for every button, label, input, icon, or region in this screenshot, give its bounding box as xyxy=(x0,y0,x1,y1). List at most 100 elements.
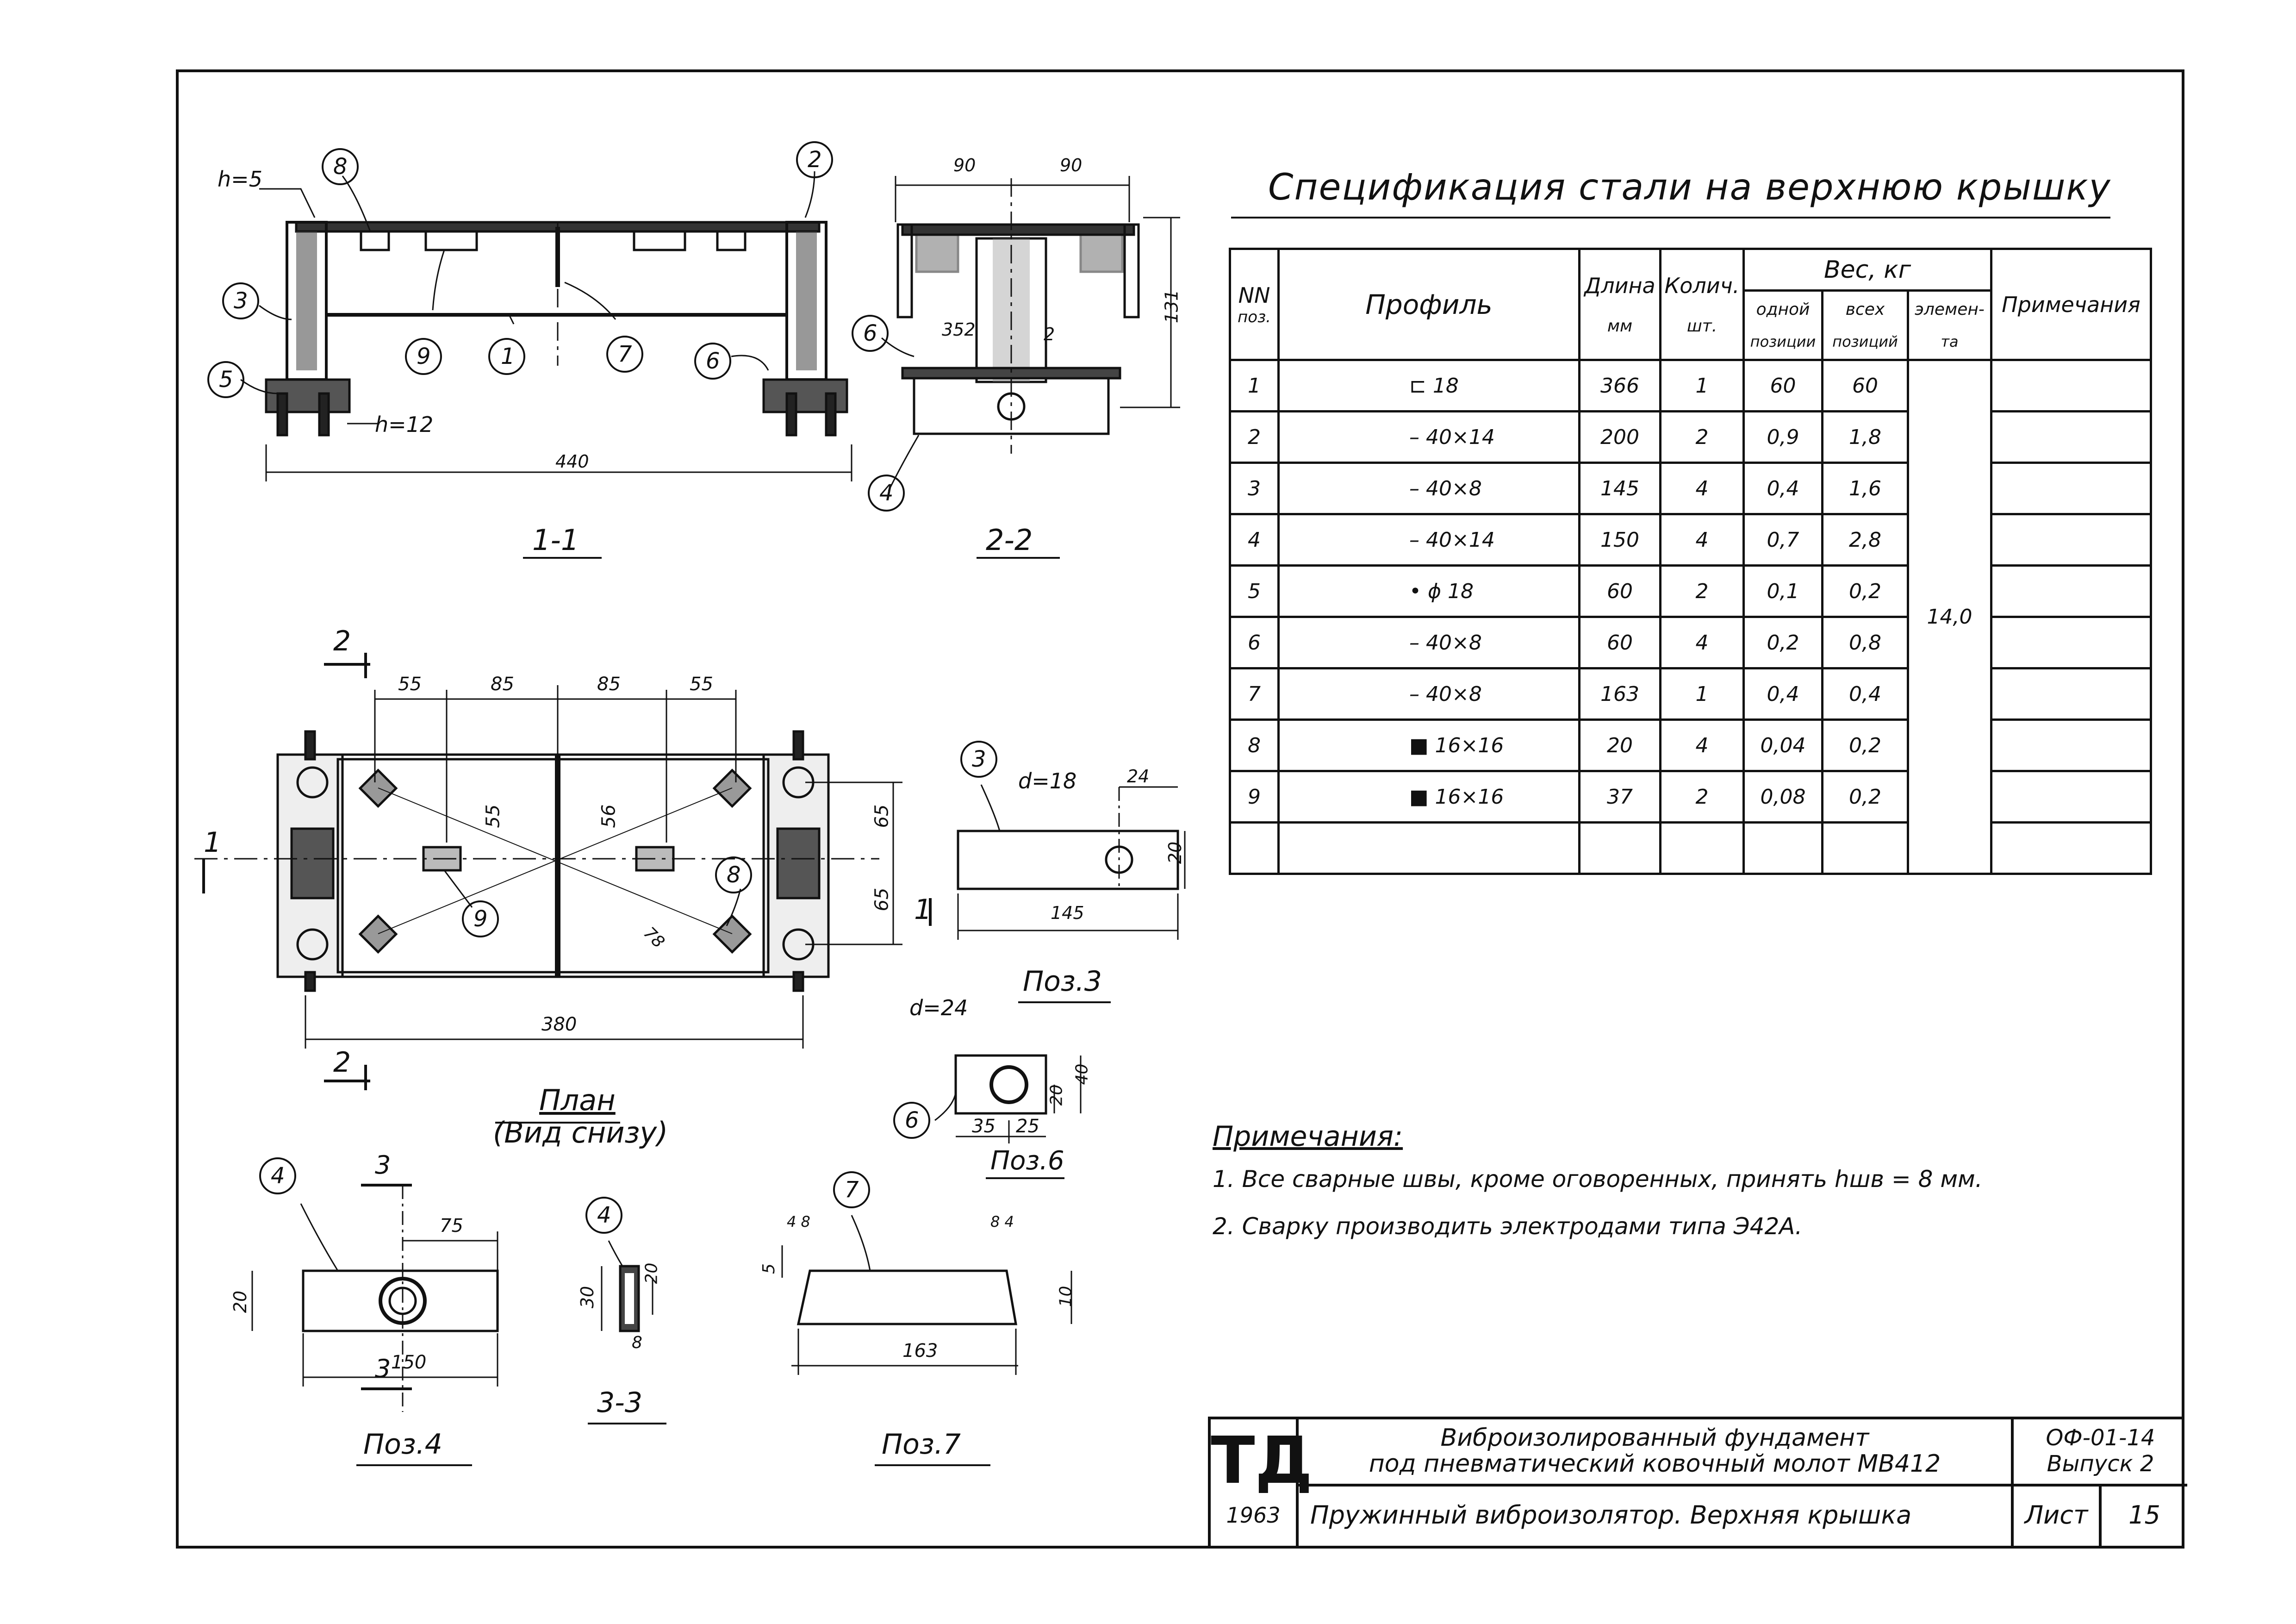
detail-poz-7 xyxy=(781,1215,1072,1466)
spec-cell-weight-one: 0,9 xyxy=(1742,410,1823,464)
note-1: 1. Все сварные швы, кроме оговоренных, п… xyxy=(1213,1166,1983,1193)
spec-cell-profile: – 40×8 xyxy=(1277,616,1580,669)
dim-plan-65b: 65 xyxy=(871,887,893,912)
spec-cell-empty xyxy=(1821,821,1909,875)
spec-cell-profile: ■ 16×16 xyxy=(1277,770,1580,824)
spec-cell-pos: 3 xyxy=(1229,462,1280,515)
plan-subtitle: (Вид снизу) xyxy=(493,1116,668,1149)
spec-cell-weight-all: 0,8 xyxy=(1821,616,1909,669)
dim-2: 2 xyxy=(1044,324,1055,344)
poz-4-title: Поз.4 xyxy=(363,1428,442,1461)
poz-7-title: Поз.7 xyxy=(882,1428,961,1461)
project-cell: Виброизолированный фундамент под пневмат… xyxy=(1299,1419,2014,1487)
spec-cell-pos: 2 xyxy=(1229,410,1280,464)
spec-header-note: Примечания xyxy=(1990,248,2152,361)
dim-p7-5: 5 xyxy=(759,1263,778,1274)
spec-cell-empty xyxy=(1659,821,1745,875)
spec-cell-note xyxy=(1990,616,2152,669)
spec-cell-length: 60 xyxy=(1578,564,1661,618)
dim-p4-150: 150 xyxy=(391,1352,427,1373)
callout-9: 9 xyxy=(417,344,431,369)
doc-issue: Выпуск 2 xyxy=(2047,1451,2154,1477)
callout-2: 2 xyxy=(808,147,822,173)
title-block: ТД 1963 Виброизолированный фундамент под… xyxy=(1208,1417,2187,1549)
dim-p4-20: 20 xyxy=(230,1290,251,1313)
dim-s33-30: 30 xyxy=(577,1286,598,1309)
spec-cell-empty xyxy=(1742,821,1823,875)
spec-cell-qty: 2 xyxy=(1659,770,1745,824)
dim-plan-55a: 55 xyxy=(398,674,422,695)
spec-header-qty: Колич.шт. xyxy=(1659,248,1745,361)
spec-cell-weight-all: 60 xyxy=(1821,359,1909,412)
dim-plan-56: 56 xyxy=(598,804,620,828)
callout-4-detail: 4 xyxy=(271,1163,285,1189)
callout-1: 1 xyxy=(501,344,515,369)
spec-cell-profile: ⊏ 18 xyxy=(1277,359,1580,412)
dim-p6-20: 20 xyxy=(1047,1084,1066,1106)
dim-p3-20: 20 xyxy=(1165,841,1186,864)
callout-9-plan: 9 xyxy=(473,906,488,932)
spec-cell-weight-all: 1,8 xyxy=(1821,410,1909,464)
callout-7: 7 xyxy=(618,341,632,367)
label-d18: d=18 xyxy=(1018,768,1077,793)
spec-cell-weight-one: 0,08 xyxy=(1742,770,1823,824)
spec-cell-pos: 5 xyxy=(1229,564,1280,618)
callout-8: 8 xyxy=(333,154,348,180)
dim-p7-10: 10 xyxy=(1056,1286,1076,1307)
callout-circles xyxy=(207,141,997,1234)
cut-2-bottom: 2 xyxy=(333,1046,351,1079)
spec-cell-profile: • ϕ 18 xyxy=(1277,564,1580,618)
spec-cell-profile: – 40×8 xyxy=(1277,667,1580,721)
spec-cell-pos: 9 xyxy=(1229,770,1280,824)
dim-p7-84: 8 4 xyxy=(990,1213,1014,1230)
spec-cell-weight-one: 60 xyxy=(1742,359,1823,412)
cut-1-right: 1 xyxy=(914,893,932,926)
dim-p3-145: 145 xyxy=(1051,903,1084,923)
spec-header-weight: Вес, кг xyxy=(1742,248,1992,292)
spec-cell-qty: 1 xyxy=(1659,667,1745,721)
dim-plan-380: 380 xyxy=(541,1014,577,1035)
spec-cell-note xyxy=(1990,564,2152,618)
cut-2-top: 2 xyxy=(333,625,351,657)
spec-cell-length: 20 xyxy=(1578,718,1661,772)
spec-cell-pos: 8 xyxy=(1229,718,1280,772)
dim-s33-20: 20 xyxy=(642,1262,661,1284)
spec-row-empty xyxy=(1229,821,2152,875)
spec-cell-note xyxy=(1990,359,2152,412)
section-3-3 xyxy=(588,1240,666,1424)
label-h5: h=5 xyxy=(218,167,262,192)
spec-cell-weight-all: 0,4 xyxy=(1821,667,1909,721)
spec-cell-length: 150 xyxy=(1578,513,1661,567)
callout-4-s33: 4 xyxy=(597,1202,611,1228)
section-1-1-title: 1-1 xyxy=(532,523,579,557)
dim-90-left: 90 xyxy=(953,155,976,175)
dim-p6-25: 25 xyxy=(1016,1116,1039,1137)
detail-poz-4 xyxy=(251,1184,499,1466)
callout-8-plan: 8 xyxy=(727,862,741,888)
dim-plan-55: 55 xyxy=(482,804,504,828)
spec-cell-qty: 1 xyxy=(1659,359,1745,412)
dim-352: 352 xyxy=(942,319,976,340)
spec-cell-pos: 4 xyxy=(1229,513,1280,567)
project-line-1: Виброизолированный фундамент xyxy=(1440,1424,1869,1452)
spec-cell-note xyxy=(1990,462,2152,515)
spec-cell-qty: 4 xyxy=(1659,513,1745,567)
spec-cell-length: 366 xyxy=(1578,359,1661,412)
cut-1-left: 1 xyxy=(204,826,222,859)
spec-cell-length: 37 xyxy=(1578,770,1661,824)
dim-90-right: 90 xyxy=(1060,155,1083,175)
spec-cell-note xyxy=(1990,410,2152,464)
dim-plan-55b: 55 xyxy=(690,674,713,695)
spec-cell-profile: – 40×8 xyxy=(1277,462,1580,515)
section-2-2-title: 2-2 xyxy=(986,523,1033,557)
drawing-frame xyxy=(176,69,2184,1549)
